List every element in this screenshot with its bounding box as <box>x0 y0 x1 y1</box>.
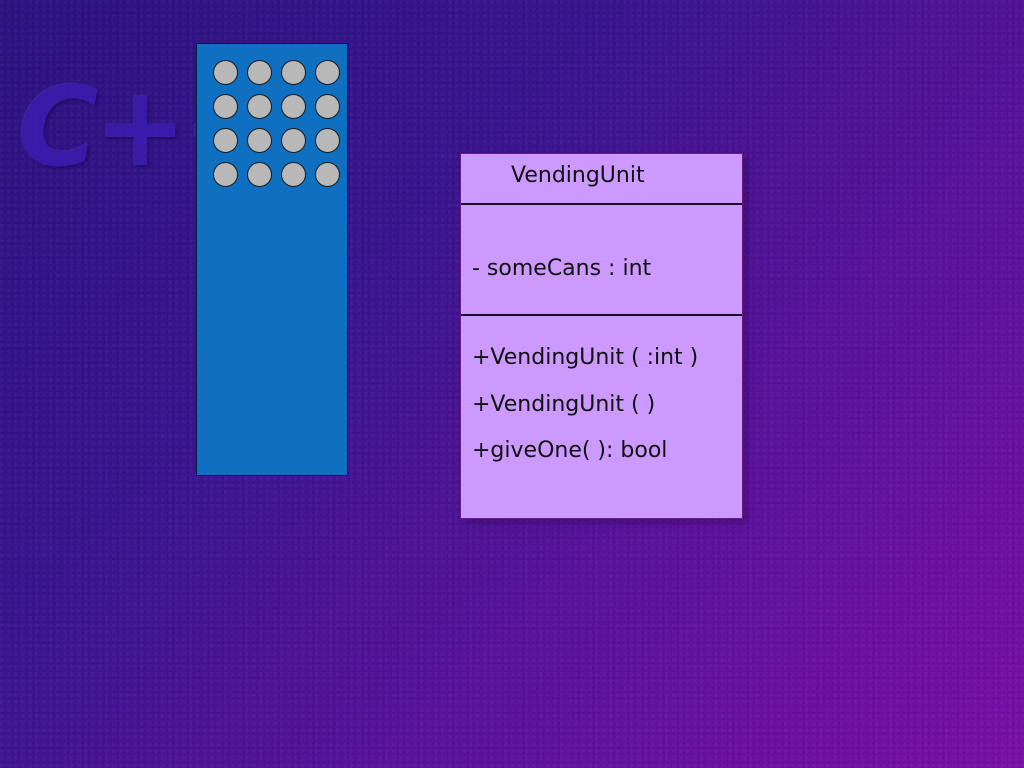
can-icon <box>247 128 272 153</box>
uml-operations-compartment: +VendingUnit ( :int ) +VendingUnit ( ) +… <box>461 316 742 516</box>
uml-operation: +VendingUnit ( ) <box>472 392 656 417</box>
can-icon <box>281 94 306 119</box>
vending-machine-illustration <box>196 43 348 476</box>
can-icon <box>281 162 306 187</box>
can-icon <box>247 60 272 85</box>
uml-attributes-compartment: - someCans : int <box>461 205 742 316</box>
can-icon <box>281 60 306 85</box>
can-icon <box>247 94 272 119</box>
can-icon <box>213 94 238 119</box>
can-icon <box>247 162 272 187</box>
can-icon <box>315 94 340 119</box>
can-icon <box>315 162 340 187</box>
can-icon <box>281 128 306 153</box>
uml-class-name: VendingUnit <box>511 163 645 188</box>
uml-class-name-compartment: VendingUnit <box>461 154 742 205</box>
can-icon <box>213 128 238 153</box>
uml-operation: +VendingUnit ( :int ) <box>472 345 699 370</box>
can-icon <box>213 162 238 187</box>
can-icon <box>315 60 340 85</box>
uml-attribute: - someCans : int <box>472 256 652 281</box>
can-grid <box>213 60 345 187</box>
can-icon <box>315 128 340 153</box>
can-icon <box>213 60 238 85</box>
uml-class-box: VendingUnit - someCans : int +VendingUni… <box>460 153 743 519</box>
uml-operation: +giveOne( ): bool <box>472 438 668 463</box>
